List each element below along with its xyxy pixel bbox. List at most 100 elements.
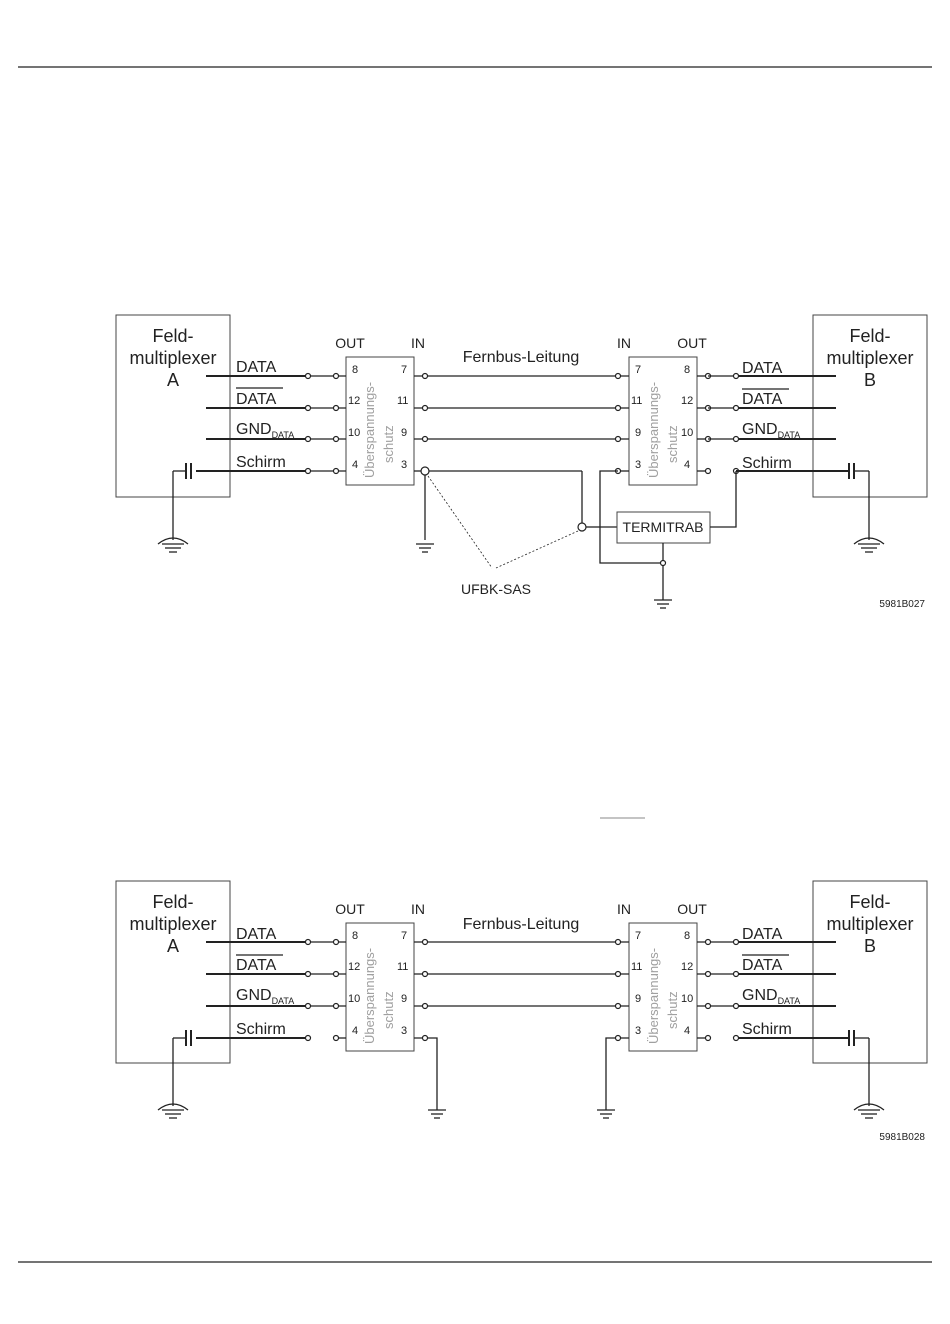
device-right-line3: B xyxy=(864,370,876,390)
pin-left-outer-2: 12 xyxy=(348,961,360,973)
signal-gnd-left: GNDDATA xyxy=(236,987,294,1006)
wiring-diagram-1: Feld- multiplexer A Feld- multiplexer B … xyxy=(115,314,928,610)
device-right-line1: Feld- xyxy=(849,326,890,346)
pin-right-outer-4: 4 xyxy=(684,459,690,471)
ufbk-junction-right xyxy=(577,522,587,532)
pin-right-outer-2: 12 xyxy=(681,961,693,973)
signal-schirm-left: Schirm xyxy=(236,1021,286,1038)
protector-box-left xyxy=(345,356,415,486)
figure-code-2: 5981B028 xyxy=(879,1132,925,1143)
pin-right-inner-2: 11 xyxy=(631,961,642,973)
in-label-left: IN xyxy=(411,901,425,917)
pin-left-outer-3: 10 xyxy=(348,427,360,439)
pin-left-inner-2: 11 xyxy=(397,961,408,973)
ufbk-callout-right xyxy=(495,530,579,569)
out-label-left: OUT xyxy=(335,901,365,917)
signal-gnd-left: GNDDATA xyxy=(236,421,294,440)
pin-right-outer-2: 12 xyxy=(681,395,693,407)
pin-left-outer-1: 8 xyxy=(352,930,358,942)
figure-code-1: 5981B027 xyxy=(879,599,925,610)
pin-left-inner-1: 7 xyxy=(401,364,407,376)
earth-ground-icon-right xyxy=(853,537,885,553)
pin-left-inner-2: 11 xyxy=(397,395,408,407)
terminal-dot xyxy=(304,372,312,380)
protector-right-text2: schutz xyxy=(665,991,680,1029)
signal-schirm-right: Schirm xyxy=(742,455,792,472)
protector-left-text2: schutz xyxy=(381,991,396,1029)
pin-left-outer-1: 8 xyxy=(352,364,358,376)
ufbk-junction-left xyxy=(420,466,430,476)
in-label-right: IN xyxy=(617,335,631,351)
earth-ground-icon-left xyxy=(157,537,189,553)
device-right-line2: multiplexer xyxy=(826,348,913,368)
signal-schirm-right: Schirm xyxy=(742,1021,792,1038)
pin-left-outer-4: 4 xyxy=(352,459,358,471)
wiring-diagram-2: Feld- multiplexer A Feld- multiplexer B … xyxy=(115,880,928,1143)
pin-right-outer-3: 10 xyxy=(681,993,693,1005)
pin-right-inner-4: 3 xyxy=(635,1025,641,1037)
ufbk-callout-left xyxy=(427,475,493,569)
pin-right-outer-1: 8 xyxy=(684,930,690,942)
pin-left-outer-4: 4 xyxy=(352,1025,358,1037)
ground-icon-termitrab xyxy=(654,599,672,609)
signal-data-inv-left: DATA xyxy=(236,957,277,974)
protector-box-left xyxy=(345,922,415,1052)
pin-right-inner-2: 11 xyxy=(631,395,642,407)
signal-data-left: DATA xyxy=(236,359,277,376)
earth-ground-icon-right xyxy=(853,1103,885,1119)
device-box-right xyxy=(812,880,928,1064)
pin-left-inner-3: 9 xyxy=(401,427,407,439)
ground-icon-mid-left xyxy=(416,543,434,553)
protector-box-right xyxy=(628,356,698,486)
pin-right-inner-3: 9 xyxy=(635,993,641,1005)
device-right-line3: B xyxy=(864,936,876,956)
signal-data-inv-right: DATA xyxy=(742,957,783,974)
device-right-line1: Feld- xyxy=(849,892,890,912)
pin-left-outer-2: 12 xyxy=(348,395,360,407)
ground-icon-mid-left xyxy=(428,1109,446,1119)
protector-right-text2: schutz xyxy=(665,425,680,463)
out-label-left: OUT xyxy=(335,335,365,351)
bus-label: Fernbus-Leitung xyxy=(463,349,580,366)
protector-left-text1: Überspannungs- xyxy=(362,948,377,1044)
bus-label: Fernbus-Leitung xyxy=(463,916,580,933)
earth-ground-icon-left xyxy=(157,1103,189,1119)
device-left-line2: multiplexer xyxy=(129,914,216,934)
signal-gnd-right: GNDDATA xyxy=(742,421,800,440)
signal-schirm-left: Schirm xyxy=(236,454,286,471)
pin-right-inner-1: 7 xyxy=(635,930,641,942)
protector-left-text1: Überspannungs- xyxy=(362,382,377,478)
protector-left-text2: schutz xyxy=(381,425,396,463)
out-label-right: OUT xyxy=(677,335,707,351)
pin-right-outer-4: 4 xyxy=(684,1025,690,1037)
signal-data-right: DATA xyxy=(742,926,783,943)
termitrab-label: TERMITRAB xyxy=(623,519,704,535)
device-box-right xyxy=(812,314,928,498)
signal-data-inv-left: DATA xyxy=(236,391,277,408)
pin-right-inner-3: 9 xyxy=(635,427,641,439)
device-box-left xyxy=(115,314,231,498)
device-left-line1: Feld- xyxy=(152,326,193,346)
pin-left-inner-4: 3 xyxy=(401,459,407,471)
pin-left-inner-4: 3 xyxy=(401,1025,407,1037)
pin-left-inner-1: 7 xyxy=(401,930,407,942)
in-label-left: IN xyxy=(411,335,425,351)
pin-right-outer-3: 10 xyxy=(681,427,693,439)
ufbk-label: UFBK-SAS xyxy=(461,581,531,597)
device-left-line2: multiplexer xyxy=(129,348,216,368)
in-label-right: IN xyxy=(617,901,631,917)
signal-data-right: DATA xyxy=(742,360,783,377)
pin-right-inner-1: 7 xyxy=(635,364,641,376)
device-left-line3: A xyxy=(167,936,179,956)
protector-right-text1: Überspannungs- xyxy=(646,382,661,478)
protector-box-right xyxy=(628,922,698,1052)
out-label-right: OUT xyxy=(677,901,707,917)
signal-data-left: DATA xyxy=(236,926,277,943)
ground-icon-mid-right xyxy=(597,1109,615,1119)
device-right-line2: multiplexer xyxy=(826,914,913,934)
signal-gnd-right: GNDDATA xyxy=(742,987,800,1006)
pin-left-inner-3: 9 xyxy=(401,993,407,1005)
pin-left-outer-3: 10 xyxy=(348,993,360,1005)
pin-right-outer-1: 8 xyxy=(684,364,690,376)
